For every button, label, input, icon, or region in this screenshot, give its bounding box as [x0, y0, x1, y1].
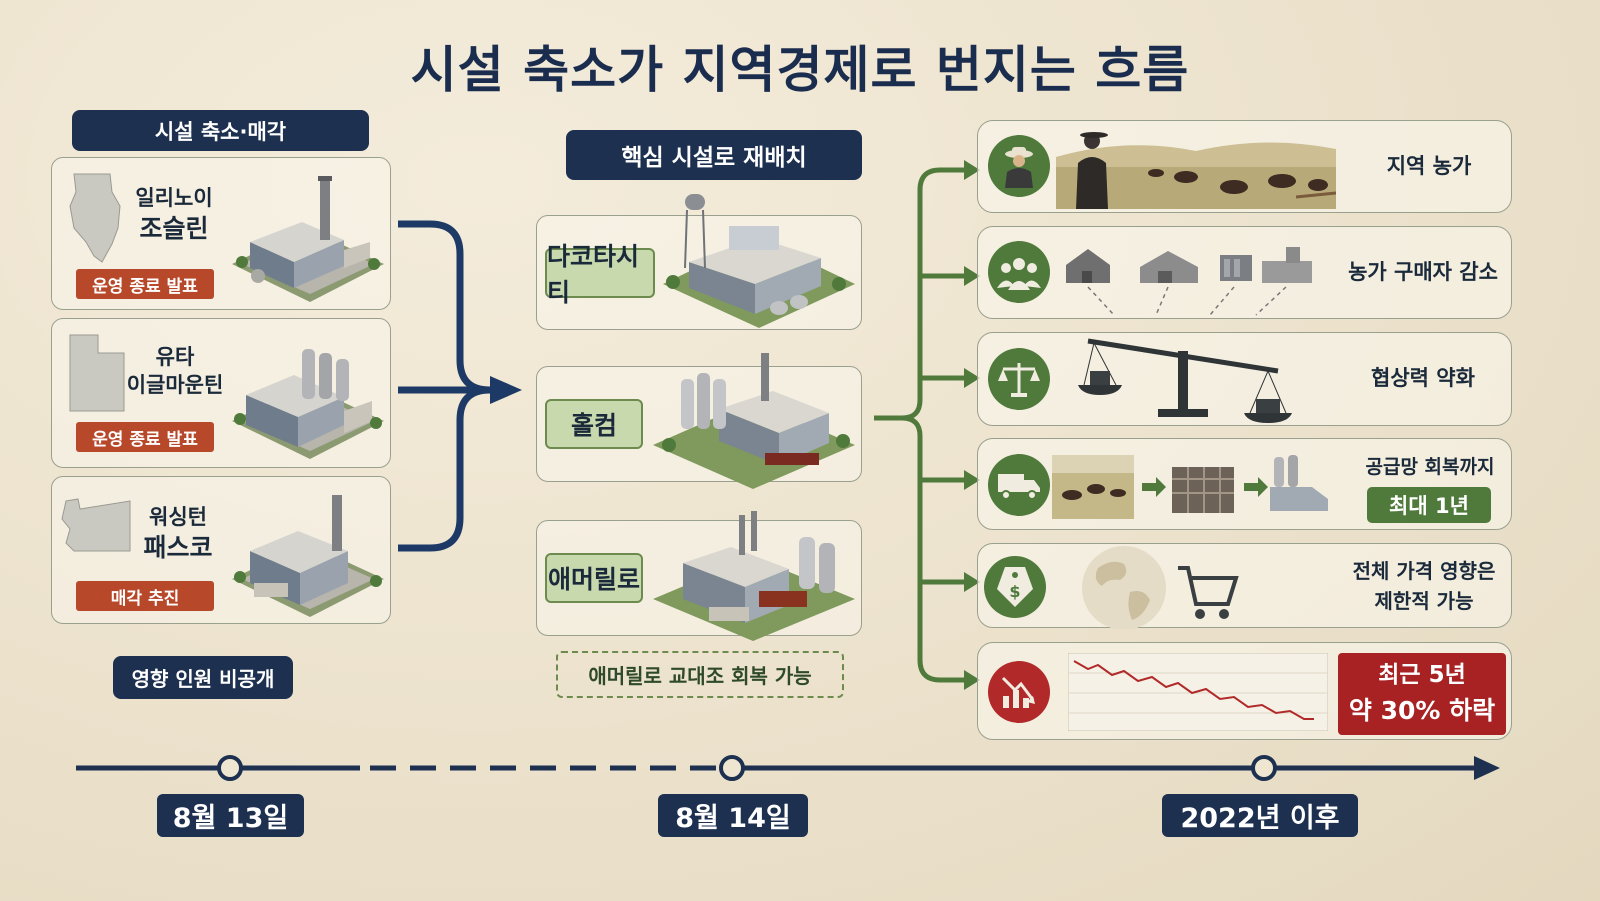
affected-staff-badge: 영향 인원 비공개 [113, 656, 293, 699]
impact-price-decline: 최근 5년 약 30% 하락 [977, 642, 1512, 740]
impact-weaker-bargaining: 협상력 약화 [977, 332, 1512, 426]
plant-card-dakota-city: 다코타시티 [536, 194, 862, 330]
factory-icon [232, 349, 384, 459]
city-state: 유타 [155, 345, 195, 369]
city-name: 조슬린 [139, 214, 209, 244]
plant-card-holcomb: 홀컴 [536, 353, 862, 489]
facility-card-joslin: 일리노이 조슬린 운영 종료 발표 [51, 157, 391, 310]
status-badge: 운영 종료 발표 [76, 422, 214, 452]
city-state: 워싱턴 [149, 505, 207, 529]
plant-label: 다코타시티 [545, 242, 655, 307]
price-tag-icon: $ [984, 556, 1046, 618]
duration-badge: 최대 1년 [1367, 487, 1491, 523]
impact-label: 지역 농가 [1386, 154, 1472, 178]
middle-header: 핵심 시설로 재배치 [566, 130, 862, 180]
impact-label: 농가 구매자 감소 [1348, 260, 1498, 284]
impact-price-limited: $ 전체 가격 영향은 제한적 가능 [977, 543, 1512, 629]
facility-card-eagle-mountain: 유타 이글마운틴 운영 종료 발표 [51, 318, 391, 468]
plant-label: 홀컴 [545, 399, 643, 449]
factory-icon [232, 176, 384, 302]
plant-icon [653, 353, 855, 489]
left-header: 시설 축소·매각 [72, 110, 369, 151]
timeline-date-aug13: 8월 13일 [157, 794, 304, 837]
impact-label-line2: 제한적 가능 [1374, 589, 1474, 613]
illinois-map-icon [69, 173, 121, 263]
pasture-cattle-illustration [1056, 132, 1336, 209]
amarillo-shift-note: 애머릴로 교대조 회복 가능 [556, 651, 844, 698]
decline-chart-icon [988, 661, 1050, 723]
merge-arrow [398, 220, 522, 552]
plant-card-amarillo: 애머릴로 [536, 511, 862, 641]
impact-label-line1: 전체 가격 영향은 [1352, 559, 1496, 583]
people-icon [988, 241, 1050, 303]
plant-label: 애머릴로 [545, 553, 643, 603]
truck-icon [988, 454, 1050, 516]
tilted-scale-illustration [1078, 338, 1292, 423]
timeline-date-aug14: 8월 14일 [658, 794, 808, 837]
plant-icon [663, 194, 855, 328]
facility-card-pasco: 워싱턴 패스코 매각 추진 [51, 476, 391, 624]
utah-map-icon [69, 334, 125, 412]
city-name: 이글마운틴 [126, 373, 224, 398]
svg-text:$: $ [1009, 582, 1020, 601]
city-name: 패스코 [143, 533, 213, 563]
timeline-axis [76, 755, 1500, 781]
impact-local-farms: 지역 농가 [977, 120, 1512, 213]
decline-amount: 약 30% 하락 [1348, 695, 1496, 725]
washington-map-icon [61, 498, 131, 552]
branch-arrows [874, 160, 980, 690]
scale-icon [988, 348, 1050, 410]
farmer-icon [988, 135, 1050, 197]
impact-label: 협상력 약화 [1371, 366, 1475, 390]
impact-label: 공급망 회복까지 [1365, 456, 1495, 478]
timeline-date-2022: 2022년 이후 [1162, 794, 1358, 837]
impact-fewer-buyers: 농가 구매자 감소 [977, 226, 1512, 319]
page-title: 시설 축소가 지역경제로 번지는 흐름 [410, 41, 1190, 99]
city-state: 일리노이 [135, 186, 213, 210]
declining-line-chart [1068, 653, 1328, 731]
status-badge: 매각 추진 [76, 581, 214, 611]
plant-icon [653, 511, 855, 641]
impact-supply-chain-recovery: 공급망 회복까지 최대 1년 [977, 438, 1512, 530]
factory-icon [232, 495, 384, 617]
globe-cart-illustration [1082, 546, 1239, 629]
supply-chain-illustration [1052, 455, 1328, 519]
decline-period: 최근 5년 [1378, 662, 1466, 689]
buildings-illustration [1066, 247, 1312, 316]
status-badge: 운영 종료 발표 [76, 269, 214, 299]
